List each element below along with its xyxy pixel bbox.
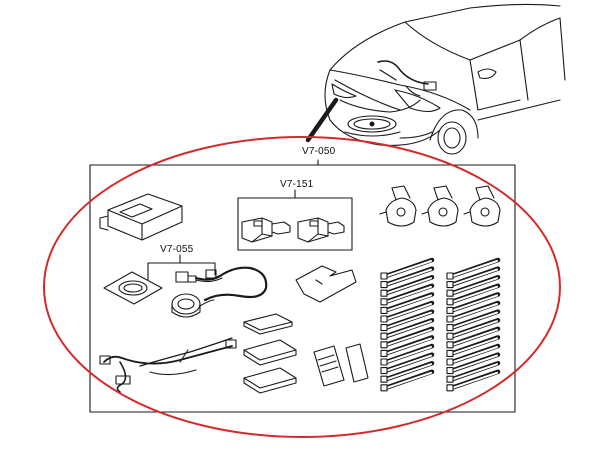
foam-pad-icon [243, 313, 293, 335]
sensor-plug-icon [171, 266, 268, 318]
harness-clip-icon [463, 185, 501, 227]
kit-label-sub-a: V7-151 [280, 179, 314, 190]
harness-clip-icon [421, 185, 459, 227]
highlight-ellipse [43, 136, 561, 438]
kit-frame [89, 164, 516, 413]
instruction-booklet-icon [313, 343, 369, 387]
control-module-icon [99, 193, 183, 241]
harness-clip-icon [379, 185, 417, 227]
car-front-view-icon [324, 3, 566, 155]
relay-connector-icon [297, 217, 345, 243]
kit-label-main: V7-050 [302, 146, 336, 157]
leader-arrow [305, 97, 339, 143]
bracket-plate-icon [103, 271, 163, 305]
sub-kit-a-frame [237, 197, 353, 251]
foam-pad-icon [243, 339, 297, 366]
relay-connector-icon [241, 217, 291, 243]
foam-pad-icon [243, 367, 297, 394]
wiring-harness-icon [99, 337, 237, 393]
bracket-plate-icon [295, 265, 357, 303]
cable-tie-icon [380, 257, 501, 392]
kit-label-sub-b: V7-055 [160, 244, 194, 255]
